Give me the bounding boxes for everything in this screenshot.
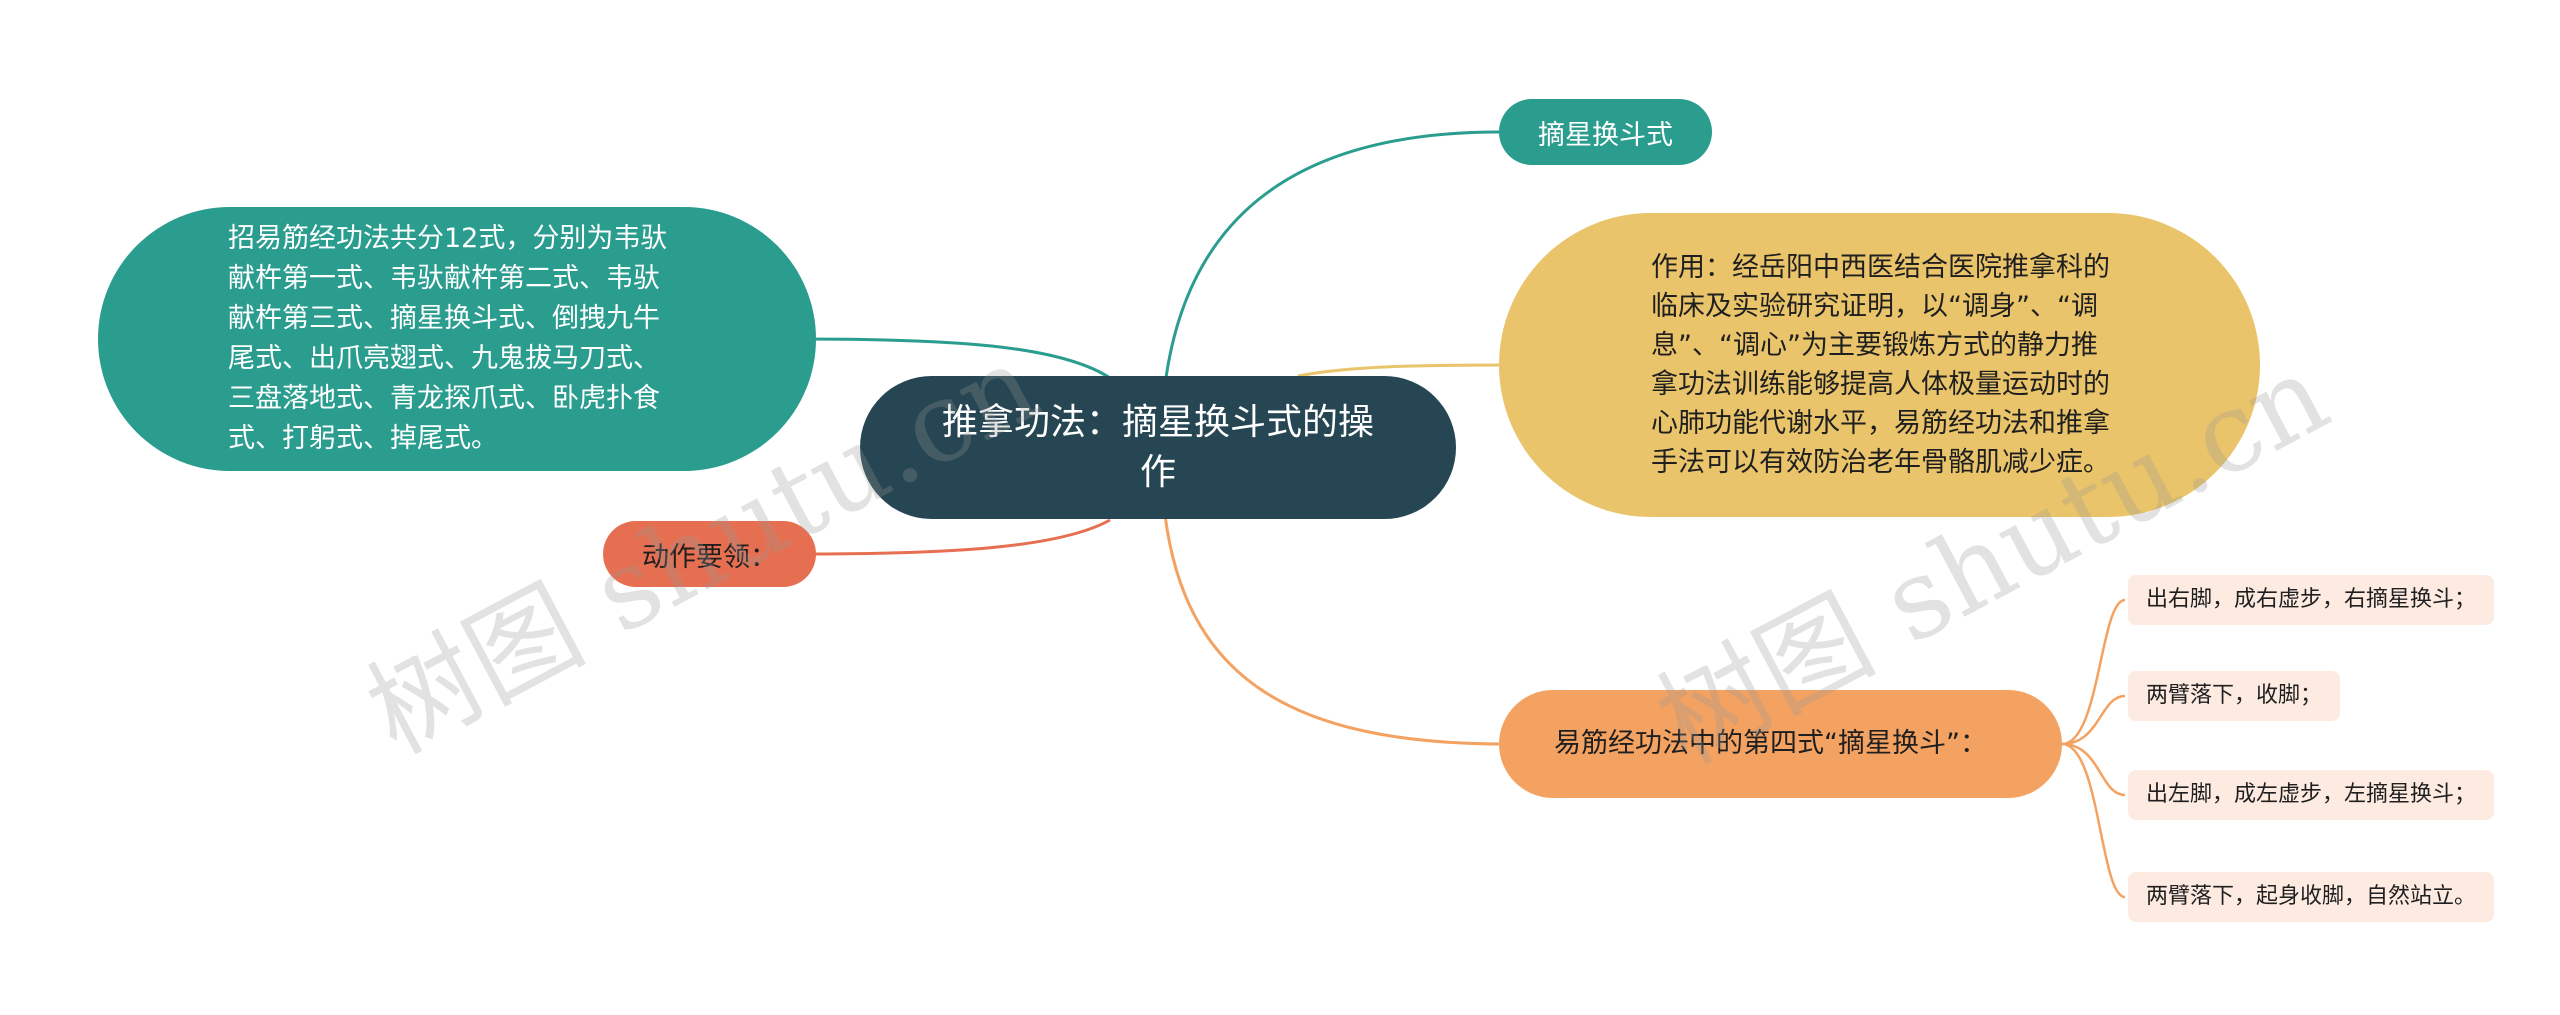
title-node-text: 摘星换斗式 [1538,119,1673,151]
link-effect-node [1297,363,1511,378]
step-leaf-text: 出右脚，成右虚步，右摘星换斗； [2146,587,2477,612]
link-step-4 [2061,742,2126,899]
effect-node-text: 作用：经岳阳中西医结合医院推拿科的临床及实验研究证明，以“调身”、“调息”、“调… [1651,252,2110,478]
fourth-form-node[interactable]: 易筋经功法中的第四式“摘星换斗”： [1499,690,2062,798]
step-leaf-2[interactable]: 两臂落下，收脚； [2128,671,2341,721]
link-fourth-node [1163,514,1506,746]
root-topic-text: 推拿功法：摘星换斗式的操作 [941,401,1374,493]
link-step-2 [2061,694,2126,746]
action-node-text: 动作要领： [642,541,777,573]
step-leaf-text: 出左脚，成左虚步，左摘星换斗； [2146,782,2477,807]
link-step-1 [2061,598,2126,746]
summary-node-text: 招易筋经功法共分12式，分别为韦驮献杵第一式、韦驮献杵第二式、韦驮献杵第三式、摘… [228,223,668,454]
step-leaf-text: 两臂落下，起身收脚，自然站立。 [2146,884,2477,909]
step-leaf-3[interactable]: 出左脚，成左虚步，左摘星换斗； [2128,770,2495,820]
fourth-form-node-text: 易筋经功法中的第四式“摘星换斗”： [1554,728,1987,759]
step-leaf-4[interactable]: 两臂落下，起身收脚，自然站立。 [2128,872,2495,922]
link-action-node [799,518,1111,556]
action-node[interactable]: 动作要领： [603,521,816,587]
root-topic[interactable]: 推拿功法：摘星换斗式的操作 [860,376,1456,519]
step-leaf-text: 两臂落下，收脚； [2146,683,2323,708]
link-step-3 [2061,742,2126,797]
title-node[interactable]: 摘星换斗式 [1499,99,1712,165]
link-title-node [1163,130,1500,386]
effect-node[interactable]: 作用：经岳阳中西医结合医院推拿科的临床及实验研究证明，以“调身”、“调息”、“调… [1499,213,2260,517]
summary-node[interactable]: 招易筋经功法共分12式，分别为韦驮献杵第一式、韦驮献杵第二式、韦驮献杵第三式、摘… [98,207,816,471]
step-leaf-1[interactable]: 出右脚，成右虚步，右摘星换斗； [2128,575,2495,625]
link-summary-node [799,337,1111,380]
